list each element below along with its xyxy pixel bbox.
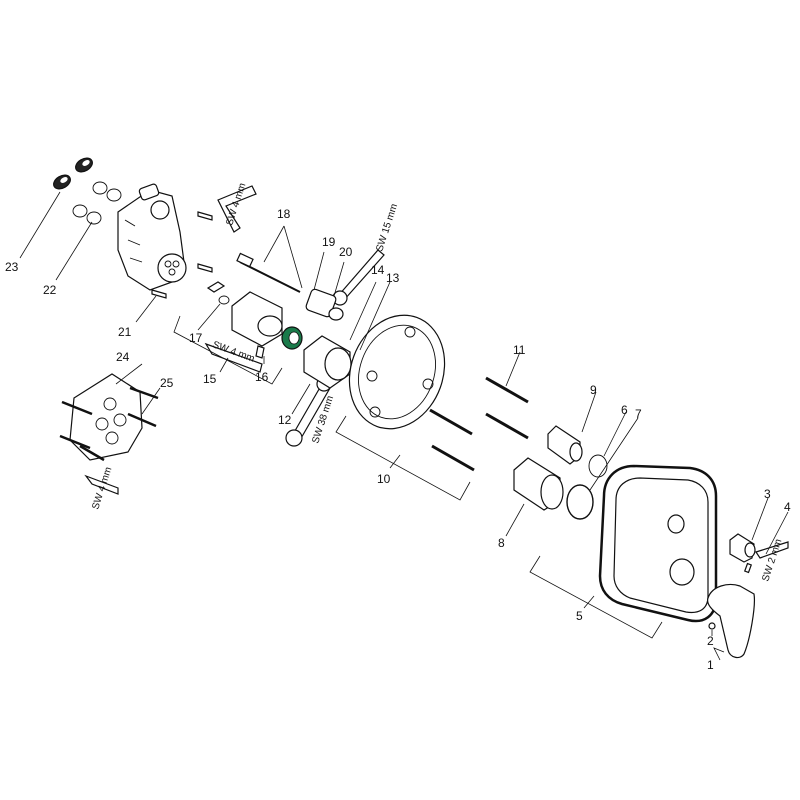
cartridge [206, 281, 283, 347]
knob-part-3 [729, 533, 756, 563]
callout-23: 23 [5, 260, 19, 274]
grub-screw-part-2 [708, 562, 753, 630]
rings-part-6-7 [566, 454, 608, 520]
o-rings-part-22 [72, 181, 122, 225]
callout-7: 7 [635, 407, 642, 421]
callout-labels: 1 2 3 4 5 6 7 8 9 10 11 12 13 14 15 16 1… [5, 207, 791, 672]
sleeve-part-12 [303, 335, 352, 389]
valve-body [117, 183, 187, 291]
sw15-label: SW 15 mm [374, 202, 400, 252]
callout-1: 1 [707, 658, 714, 672]
insert-part-19-20 [305, 288, 344, 321]
callout-3: 3 [764, 487, 771, 501]
callout-15: 15 [203, 372, 217, 386]
screws-left [151, 211, 265, 359]
hex-keys [84, 185, 789, 559]
callout-9: 9 [590, 383, 597, 397]
rosette-part-13 [348, 314, 446, 430]
callout-2: 2 [707, 634, 714, 648]
green-ring [281, 326, 303, 350]
callout-12: 12 [278, 413, 292, 427]
callout-22: 22 [43, 283, 57, 297]
sw2-label: SW 2 mm [760, 538, 784, 583]
sleeve-part-9 [547, 425, 583, 465]
callout-16: 16 [255, 370, 269, 384]
mounting-plate-part-24-25 [59, 373, 159, 462]
callout-11: 11 [513, 343, 526, 357]
callout-20: 20 [339, 245, 353, 259]
callout-21: 21 [118, 325, 132, 339]
callout-8: 8 [498, 536, 505, 550]
wrenches [285, 249, 385, 447]
cover-plate-part-5 [598, 464, 718, 623]
callout-25: 25 [160, 376, 174, 390]
callout-4: 4 [784, 500, 791, 514]
cap-part-23 [53, 157, 93, 190]
long-bolts [429, 376, 529, 472]
callout-13: 13 [386, 271, 400, 285]
callout-5: 5 [576, 609, 583, 623]
callout-10: 10 [377, 472, 391, 486]
callout-6: 6 [621, 403, 628, 417]
callout-18: 18 [277, 207, 291, 221]
callout-17: 17 [189, 331, 203, 345]
leader-lines [19, 191, 789, 661]
sleeve-part-8 [513, 457, 564, 511]
callout-19: 19 [322, 235, 336, 249]
callout-24: 24 [116, 350, 130, 364]
callout-14: 14 [371, 263, 385, 277]
lever-handle-part-1 [707, 583, 755, 659]
spindle-part-18 [236, 252, 301, 293]
